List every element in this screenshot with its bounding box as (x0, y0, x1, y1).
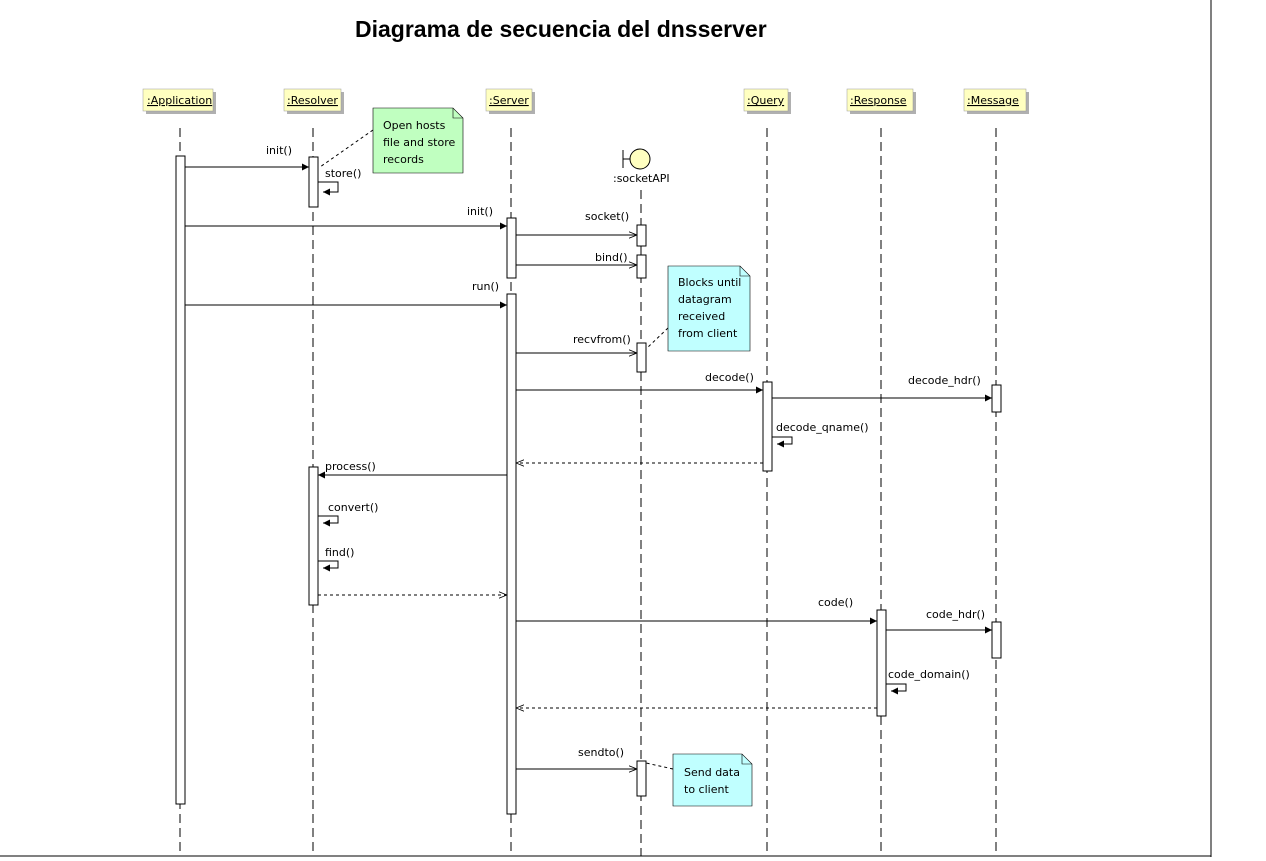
msg-process-label: process() (325, 460, 376, 473)
msg-store-arrow (318, 181, 339, 196)
note-open-hosts-line-2: file and store (383, 136, 455, 149)
msg-decode-qname-label: decode_qname() (776, 421, 869, 434)
participant-application[interactable]: :Application (142, 88, 216, 114)
note-blocks-until-line-1: Blocks until (678, 276, 741, 289)
activation-resolver-process (308, 466, 319, 606)
activation-socketapi-sendto (636, 760, 647, 797)
msg-sendto-label: sendto() (578, 746, 624, 759)
activation-server-init (506, 217, 517, 279)
participant-query[interactable]: :Query (743, 88, 791, 114)
msg-convert-label: convert() (328, 501, 378, 514)
msg-code-domain-arrow (886, 683, 907, 695)
note-blocks-until-line-4: from client (678, 327, 738, 340)
msg-find-arrow (318, 560, 339, 572)
msg-recvfrom-label: recvfrom() (573, 333, 631, 346)
activation-message-decode (991, 384, 1002, 413)
msg-decode-qname-arrow (772, 436, 793, 448)
participant-application-label: :Application (147, 94, 212, 107)
participant-socketapi-label: :socketAPI (613, 172, 670, 185)
activation-response (876, 609, 887, 717)
msg-decode-hdr-label: decode_hdr() (908, 374, 981, 387)
note-open-hosts-line-1: Open hosts (383, 119, 446, 132)
participant-resolver-label: :Resolver (287, 94, 338, 107)
activation-application (175, 155, 186, 805)
msg-code-hdr-label: code_hdr() (926, 608, 985, 621)
participant-socketapi[interactable]: :socketAPI (613, 148, 670, 185)
msg-find-label: find() (325, 546, 354, 559)
msg-init-resolver-label: init() (266, 144, 292, 157)
note-send-data: Send data to client (645, 753, 753, 807)
note-open-hosts: Open hosts file and store records (319, 107, 464, 174)
diagram-title: Diagrama de secuencia del dnsserver (355, 16, 767, 42)
participant-message-label: :Message (967, 94, 1019, 107)
note-open-hosts-line-3: records (383, 153, 424, 166)
msg-bind-label: bind() (595, 251, 628, 264)
boundary-icon (629, 148, 651, 170)
activation-query (762, 381, 773, 472)
note-blocks-until-line-3: received (678, 310, 725, 323)
participant-resolver[interactable]: :Resolver (283, 88, 344, 114)
participant-response[interactable]: :Response (846, 88, 916, 114)
msg-init-server-label: init() (467, 205, 493, 218)
msg-convert-arrow (318, 515, 339, 527)
msg-store-label: store() (325, 167, 361, 180)
participant-response-label: :Response (850, 94, 907, 107)
activation-server-run (506, 293, 517, 815)
msg-run-label: run() (472, 280, 499, 293)
activation-socketapi-recvfrom (636, 342, 647, 373)
note-send-data-line-2: to client (684, 783, 729, 796)
msg-socket-label: socket() (585, 210, 629, 223)
msg-code-domain-label: code_domain() (888, 668, 970, 681)
participant-server-label: :Server (489, 94, 529, 107)
note-send-data-line-1: Send data (684, 766, 740, 779)
msg-code-label: code() (818, 596, 853, 609)
msg-decode-label: decode() (705, 371, 754, 384)
participant-message[interactable]: :Message (963, 88, 1029, 114)
activation-socketapi-bind (636, 254, 647, 279)
participant-server[interactable]: :Server (485, 88, 535, 114)
note-blocks-until-line-2: datagram (678, 293, 732, 306)
activation-message-code (991, 621, 1002, 659)
note-blocks-until: Blocks until datagram received from clie… (645, 265, 751, 352)
activation-socketapi-socket (636, 224, 647, 247)
participant-query-label: :Query (747, 94, 785, 107)
activation-resolver-init (308, 156, 319, 208)
